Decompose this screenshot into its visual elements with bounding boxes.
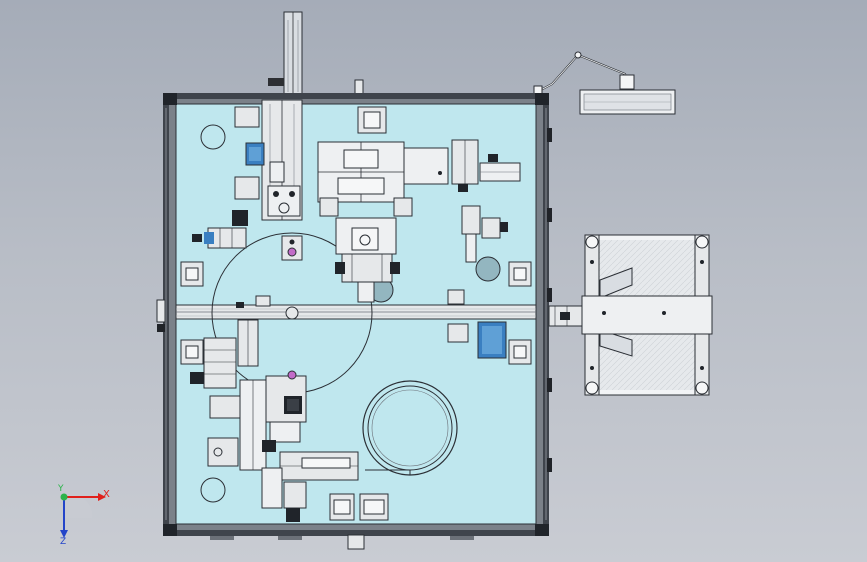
lower-transfer-slide[interactable] <box>261 451 359 522</box>
beam-small-fixtures <box>236 289 465 308</box>
pneumatic-cylinder-upper <box>451 139 521 192</box>
center-indicator-upper <box>281 235 303 261</box>
mounting-holes <box>200 124 501 503</box>
triad-x-label: X <box>103 489 110 500</box>
side-loader-unit[interactable] <box>581 234 713 396</box>
left-sensor-block <box>192 227 247 249</box>
top-vertical-rail <box>268 11 364 97</box>
monitor-arm <box>533 51 635 97</box>
clamp-pad-left <box>180 261 204 287</box>
triad-y-axis <box>60 493 68 501</box>
feeder-bowl[interactable] <box>362 380 458 476</box>
cross-beam <box>175 304 537 320</box>
hmi-monitor <box>579 89 676 115</box>
clamp-pad-right <box>508 261 532 287</box>
lower-left-stack[interactable] <box>180 337 241 467</box>
coordinate-triad: X Y Z <box>57 484 110 547</box>
lower-bottom-blocks <box>329 493 389 521</box>
upper-left-slide-module[interactable] <box>232 99 303 226</box>
right-upper-bracket <box>461 205 508 263</box>
upper-center-press-module[interactable] <box>317 106 449 303</box>
side-loader-connector <box>548 305 586 327</box>
triad-y-label: Y <box>57 484 64 494</box>
lower-center-pick-module[interactable] <box>237 319 307 471</box>
triad-z-label: Z <box>60 537 66 547</box>
lower-right-motor[interactable] <box>447 321 532 365</box>
